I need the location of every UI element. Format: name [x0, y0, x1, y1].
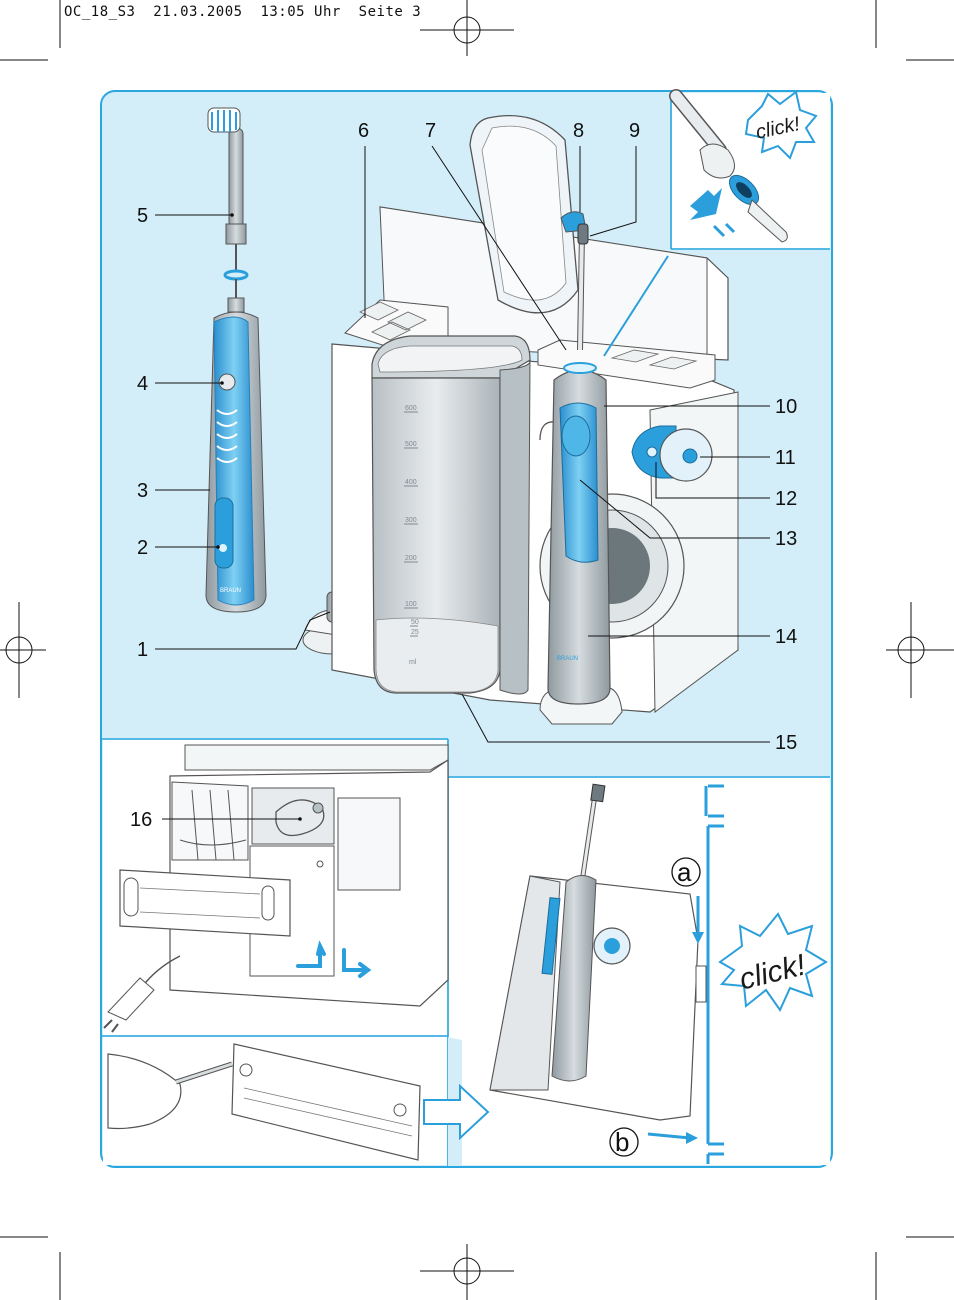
oral-center-unit: 600 500 400 300 200 100 50 25 ml BRAUN [331, 115, 739, 725]
slug-time: 13:05 Uhr [260, 4, 341, 20]
scale-300: 300 [405, 517, 417, 524]
callout-15: 15 [775, 732, 797, 754]
callout-10: 10 [775, 396, 797, 418]
toothbrush-illustration: BRAUN [205, 107, 267, 613]
callout-12: 12 [775, 488, 797, 510]
print-slug: OC_18_S3 21.03.2005 13:05 Uhr Seite 3 [64, 4, 421, 20]
slug-file: OC_18_S3 [64, 4, 136, 20]
scale-100: 100 [405, 601, 417, 608]
scale-400: 400 [405, 479, 417, 486]
callout-6: 6 [358, 120, 369, 142]
callout-11: 11 [775, 447, 796, 469]
callout-14: 14 [775, 626, 797, 648]
nozzle-connector-inset: click! [669, 89, 818, 243]
callout-16: 16 [130, 809, 152, 831]
callout-1: 1 [137, 639, 148, 661]
callout-5: 5 [137, 205, 148, 227]
handle-brand-logo: BRAUN [220, 588, 241, 594]
scale-50: 50 [411, 619, 419, 626]
wall-mounting-inset: a b click! [489, 783, 828, 1164]
registration-mark-right [886, 602, 954, 698]
callout-2: 2 [137, 537, 148, 559]
scale-600: 600 [405, 405, 417, 412]
handset-brand-logo: BRAUN [557, 656, 578, 662]
back-panel-inset [103, 744, 449, 1033]
callout-3: 3 [137, 480, 148, 502]
scale-200: 200 [405, 555, 417, 562]
slug-page: Seite 3 [358, 4, 422, 20]
registration-mark-bottom [420, 1244, 514, 1300]
callout-13: 13 [775, 528, 797, 550]
callout-9: 9 [629, 120, 640, 142]
step-b-label: b [615, 1127, 629, 1157]
callout-dots [216, 213, 302, 821]
callout-8: 8 [573, 120, 584, 142]
scale-500: 500 [405, 441, 417, 448]
callout-lines [155, 145, 770, 820]
filter-removal-inset [107, 1043, 490, 1161]
scale-unit: ml [409, 659, 417, 666]
registration-mark-left [0, 602, 46, 698]
scale-25: 25 [411, 629, 419, 636]
step-a-label: a [677, 857, 692, 887]
slug-date: 21.03.2005 [153, 4, 243, 20]
callout-4: 4 [137, 373, 148, 395]
callout-7: 7 [425, 120, 436, 142]
registration-mark-top [420, 0, 514, 56]
